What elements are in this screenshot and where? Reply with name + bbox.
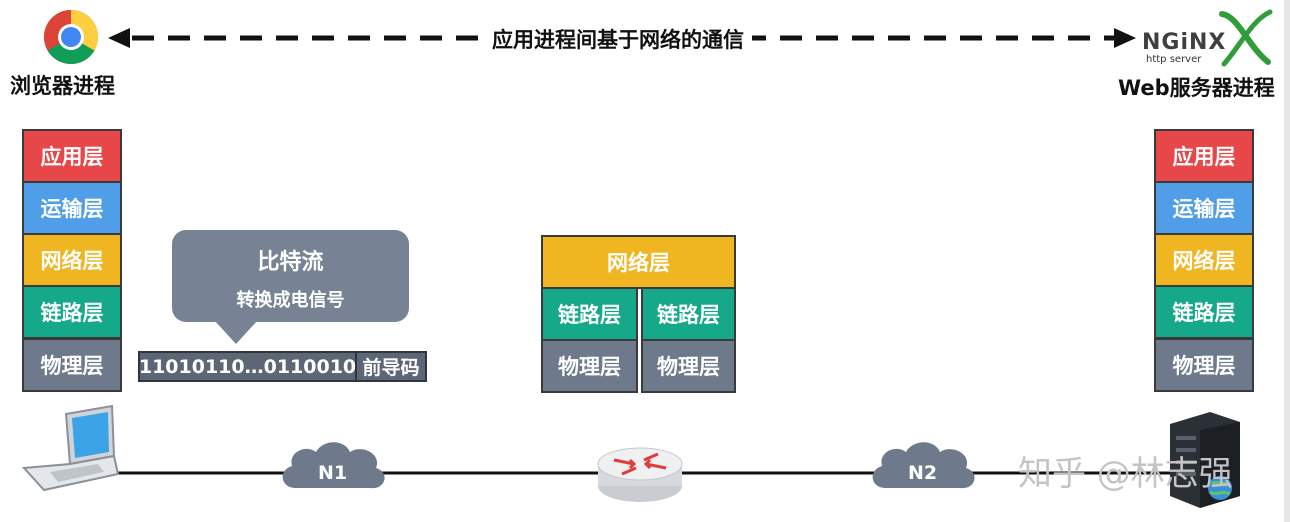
- router-icon: [597, 447, 683, 502]
- router-network-layer: 网络层: [541, 235, 736, 289]
- laptop-icon: [21, 404, 120, 492]
- network-cloud-n2: [872, 442, 975, 489]
- router-link-layer-left: 链路层: [541, 287, 638, 341]
- bitstream-bits: 011010110…01100100: [126, 351, 369, 382]
- browser-process-label: 浏览器进程: [10, 74, 115, 98]
- network-topology: [21, 404, 1240, 508]
- communication-dashed-arrow: [108, 28, 1136, 48]
- left-application-layer: 应用层: [22, 129, 122, 183]
- server-process-label: Web服务器进程: [1118, 76, 1275, 100]
- right-application-layer: 应用层: [1154, 129, 1254, 183]
- zhihu-watermark: 知乎 @林志强: [1018, 454, 1233, 494]
- bitstream-callout: 比特流 转换成电信号: [172, 230, 409, 322]
- left-link-layer: 链路层: [22, 285, 122, 339]
- cloud-n2-label: N2: [908, 462, 938, 484]
- right-transport-layer: 运输层: [1154, 181, 1254, 235]
- server-icon: [1170, 412, 1240, 508]
- right-network-layer: 网络层: [1154, 233, 1254, 287]
- cloud-n1-label: N1: [318, 462, 348, 484]
- callout-title: 比特流: [257, 250, 324, 275]
- bitstream-preamble: 前导码: [355, 351, 427, 382]
- left-network-layer: 网络层: [22, 233, 122, 287]
- router-link-layer-right: 链路层: [641, 287, 736, 341]
- communication-label: 应用进程间基于网络的通信: [484, 24, 752, 54]
- left-transport-layer: 运输层: [22, 181, 122, 235]
- router-physical-layer-right: 物理层: [641, 339, 736, 393]
- right-physical-layer: 物理层: [1154, 338, 1254, 392]
- router-physical-layer-left: 物理层: [541, 339, 638, 393]
- callout-pointer: [214, 320, 258, 344]
- chrome-browser-icon: [43, 9, 99, 65]
- nginx-x-mark-icon: [1219, 9, 1273, 67]
- nginx-logo: NGiNX http server: [1142, 6, 1274, 68]
- nginx-logo-subtext: http server: [1146, 54, 1202, 65]
- right-link-layer: 链路层: [1154, 285, 1254, 339]
- network-cloud-n1: [282, 442, 385, 489]
- right-edge-bar: [1284, 0, 1290, 522]
- callout-subtitle: 转换成电信号: [236, 290, 345, 311]
- nginx-logo-text: NGiNX: [1142, 30, 1227, 55]
- left-physical-layer: 物理层: [22, 338, 122, 392]
